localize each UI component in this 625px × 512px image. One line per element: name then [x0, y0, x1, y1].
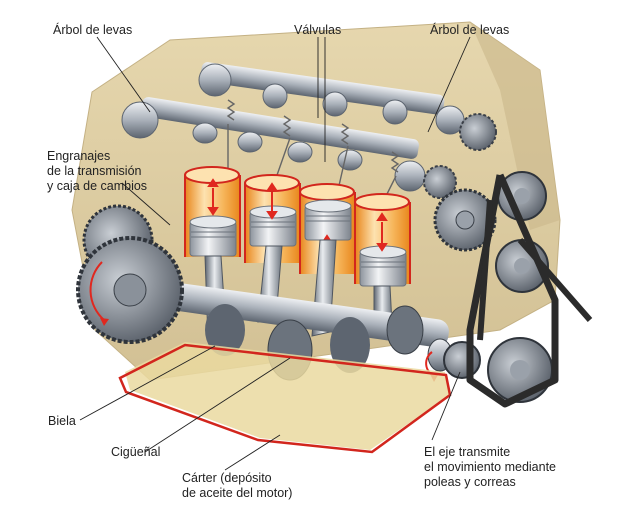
label-oil-pan: Cárter (depósito de aceite del motor) [182, 471, 293, 500]
leader-lines [79, 36, 471, 471]
label-transmission-gears: Engranajes de la transmisión y caja de c… [47, 149, 148, 193]
label-belts: El eje transmite el movimiento mediante … [424, 445, 557, 489]
oil-pan [118, 342, 452, 454]
label-crankshaft: Cigüeñal [111, 445, 161, 459]
camshaft-rear [198, 62, 497, 151]
label-camshaft-right: Árbol de levas [430, 23, 510, 37]
piston-4 [359, 245, 407, 287]
label-connecting-rod: Biela [48, 414, 76, 428]
valve-springs [226, 99, 400, 201]
label-valves: Válvulas [294, 23, 342, 37]
camshaft-front [121, 97, 457, 199]
piston-1 [189, 215, 237, 257]
transmission-gears [76, 204, 184, 344]
pulleys-and-belts [425, 171, 593, 408]
piston-3 [304, 199, 352, 241]
label-camshaft-left: Árbol de levas [53, 23, 133, 37]
